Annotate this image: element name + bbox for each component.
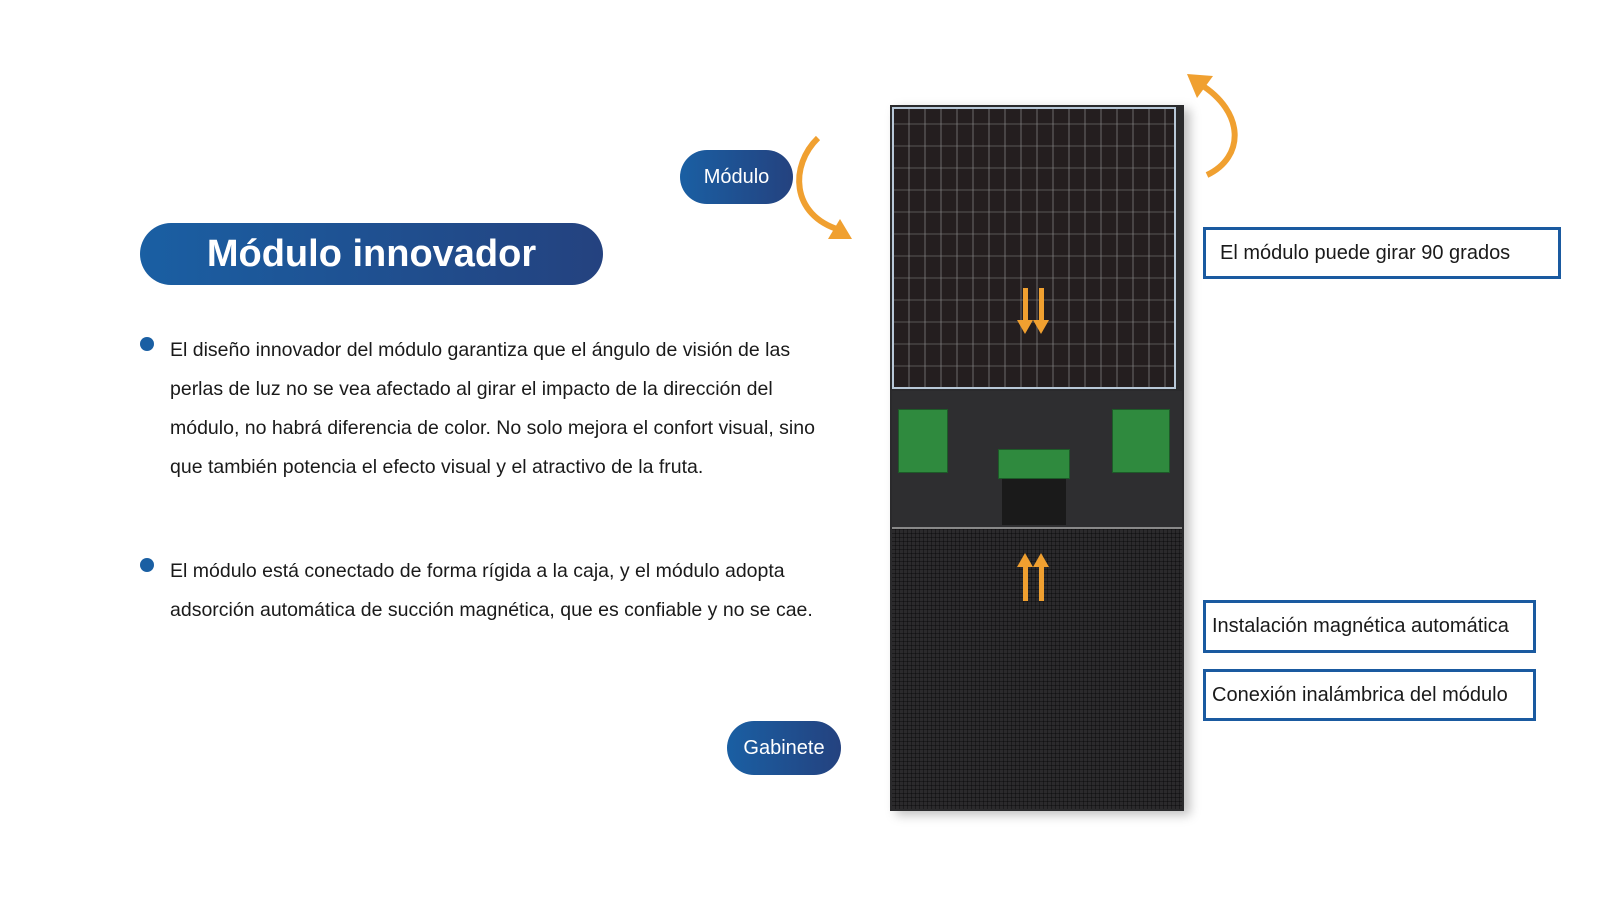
curved-arrow-icon [796,135,852,239]
cabinet-frame [892,391,1182,529]
rotate-arrow-icon [1187,74,1238,178]
bullet-dot-icon [140,337,154,351]
callout-magnetic: Instalación magnética automática [1203,600,1536,653]
callout-rotation: El módulo puede girar 90 grados [1203,227,1561,279]
section-title: Módulo innovador [140,223,603,285]
bullet-text: El diseño innovador del módulo garantiza… [170,339,815,478]
bullet-text: El módulo está conectado de forma rígida… [170,560,813,621]
connector-board [998,449,1070,479]
led-screen [892,529,1182,809]
up-arrows-icon [1017,553,1049,601]
bullet-item: El módulo está conectado de forma rígida… [140,552,820,630]
cabinet-label: Gabinete [727,721,841,775]
power-board [1112,409,1170,473]
led-cabinet-image [890,105,1184,811]
callout-wireless: Conexión inalámbrica del módulo [1203,669,1536,721]
led-module [892,107,1176,389]
down-arrows-icon [1017,288,1049,334]
bullet-item: El diseño innovador del módulo garantiza… [140,331,820,487]
power-board [898,409,948,473]
connector [1002,479,1066,525]
module-label: Módulo [680,150,793,204]
bullet-dot-icon [140,558,154,572]
